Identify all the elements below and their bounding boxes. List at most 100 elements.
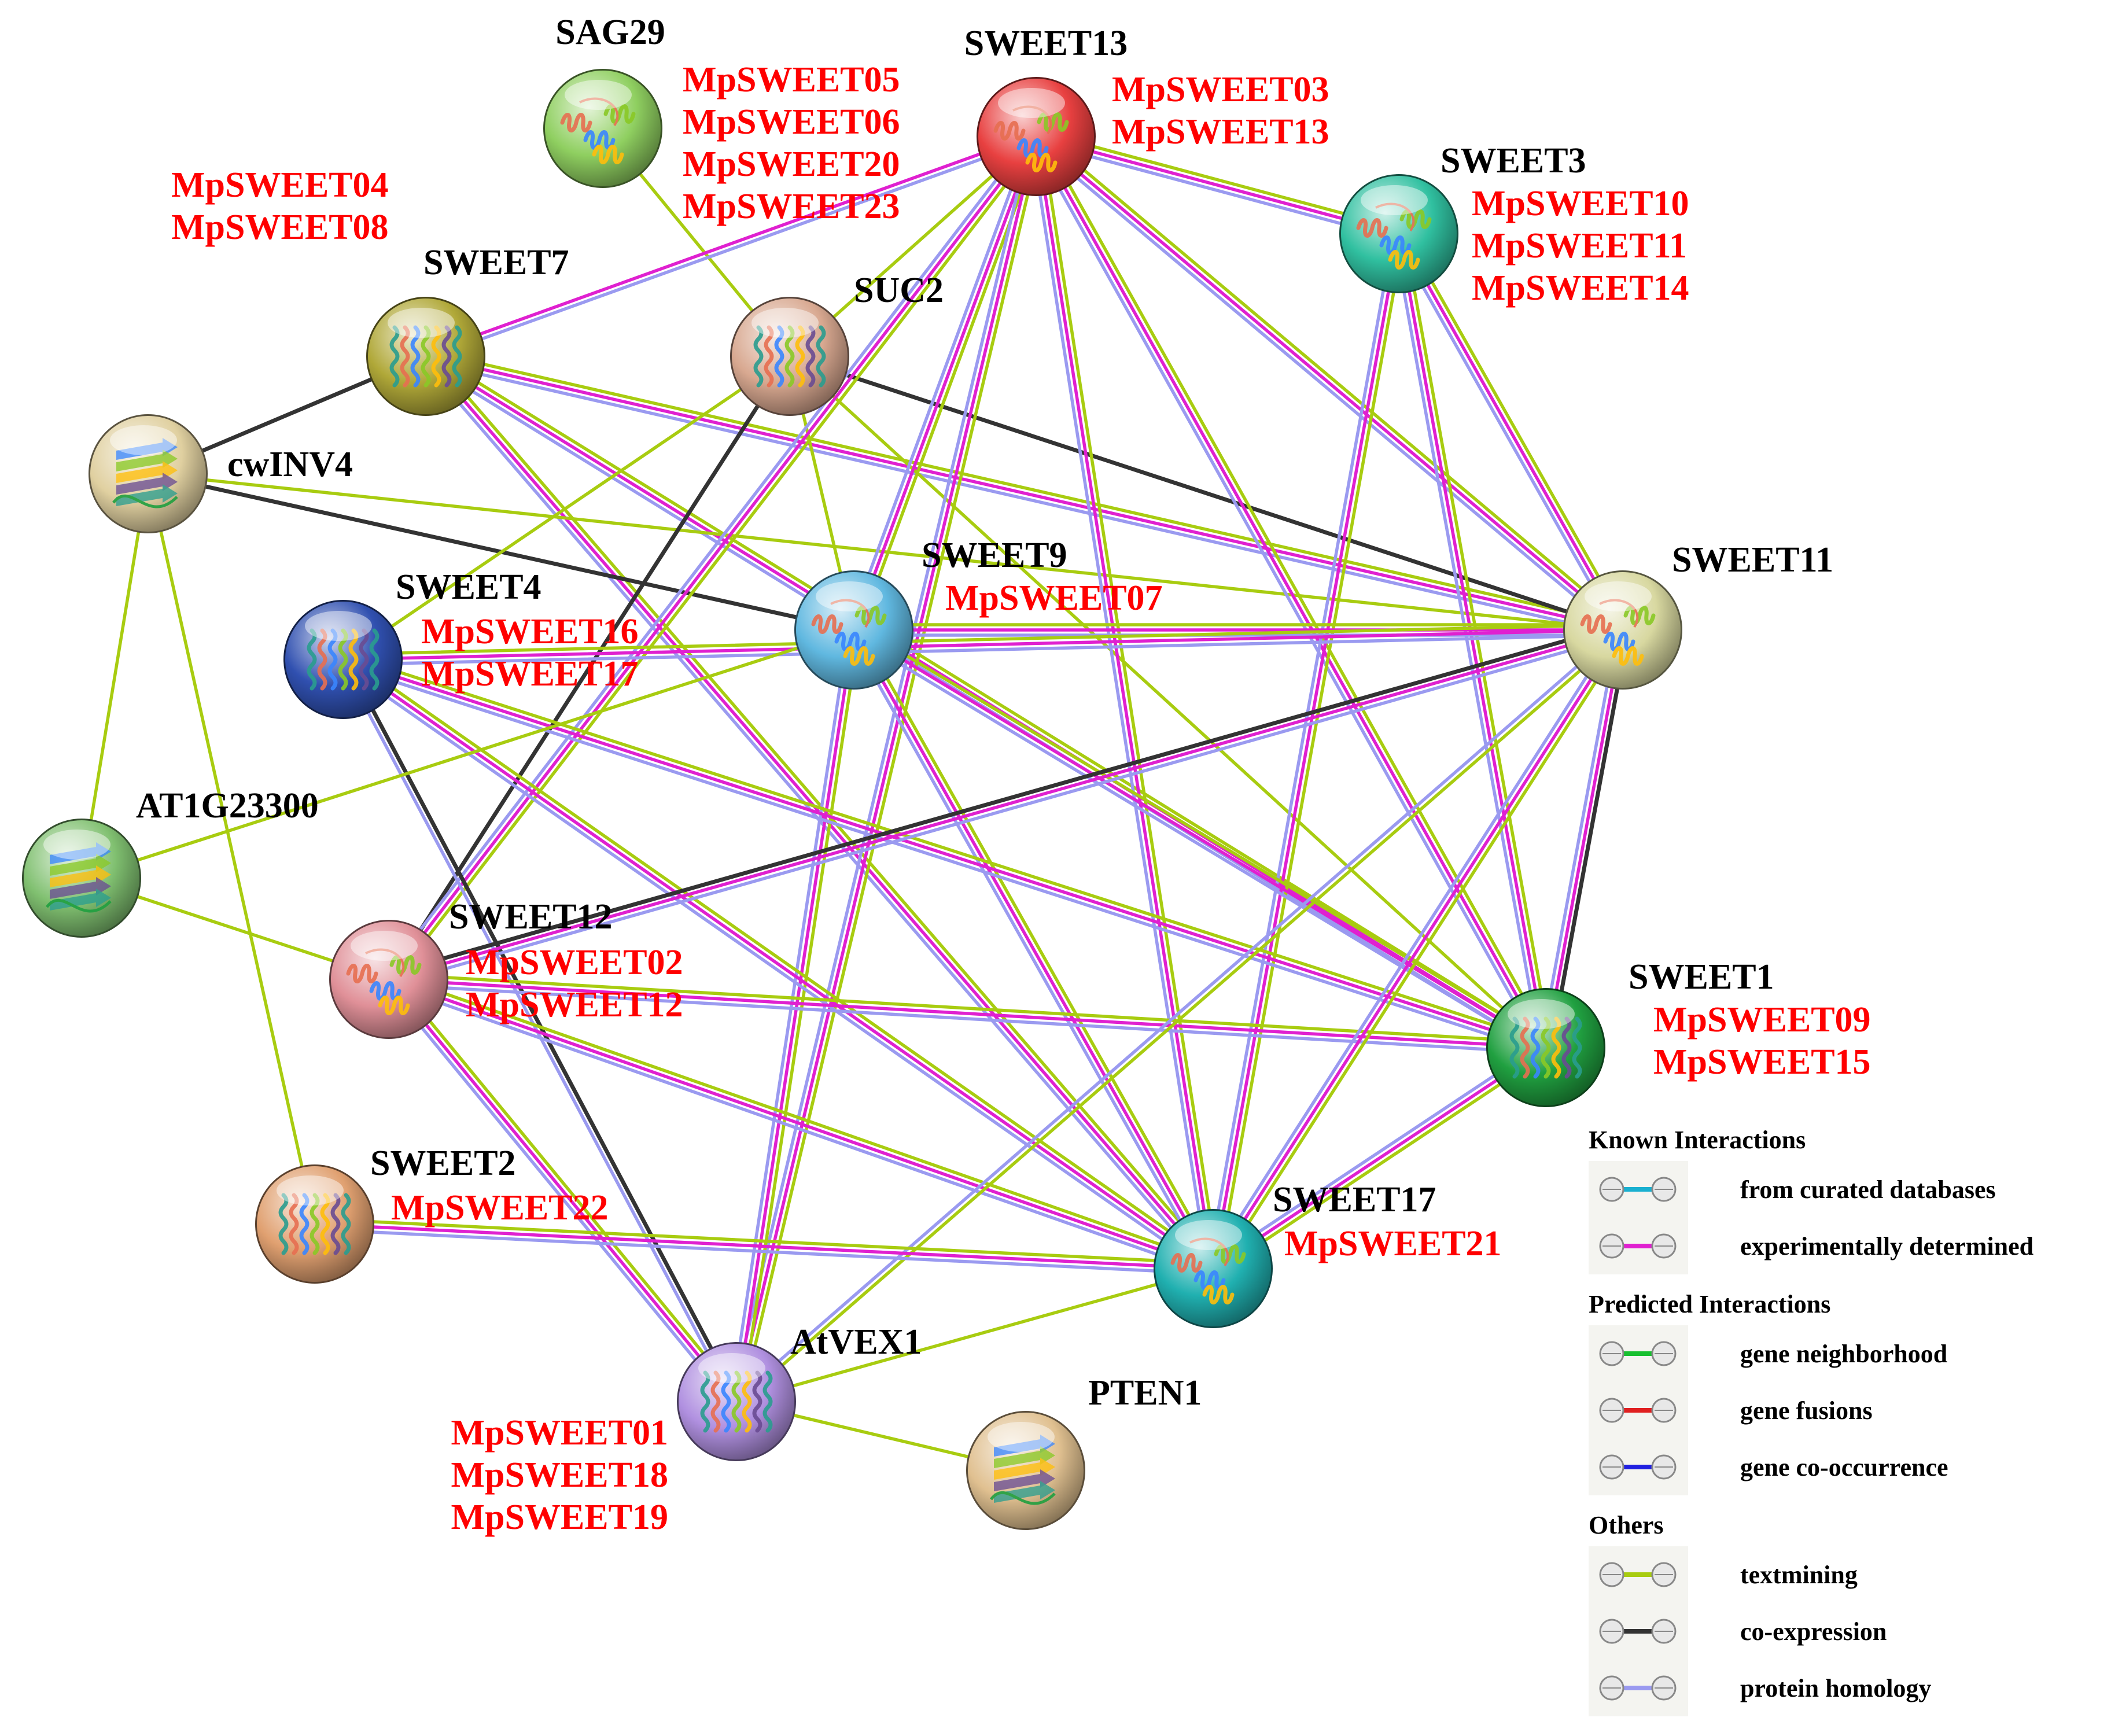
edge-line-experimental	[1034, 135, 1401, 235]
mp-ortholog-label: MpSWEET04	[171, 165, 389, 205]
edge-line-textmining	[740, 629, 861, 1405]
node-SUC2[interactable]	[730, 297, 849, 416]
node-SWEET4[interactable]	[283, 600, 403, 719]
edge-line-coexpression	[1549, 629, 1630, 1051]
node-label: SWEET11	[1672, 540, 1833, 580]
node-SWEET12[interactable]	[329, 920, 448, 1039]
legend-item-label: from curated databases	[1740, 1175, 1996, 1204]
mp-ortholog-label: MpSWEET03	[1112, 70, 1329, 109]
edge-line-homology	[1392, 233, 1542, 1051]
edge-line-textmining	[1217, 233, 1406, 1271]
edge-line-homology	[1029, 135, 1210, 1271]
edge-SWEET12-SWEET17	[385, 972, 1217, 1276]
edge-line-experimental	[1211, 1046, 1548, 1270]
legend-item-label: textmining	[1740, 1561, 1858, 1589]
edge-SWEET13-SWEET12	[383, 131, 1042, 985]
legend-section-title: Known Interactions	[1589, 1126, 1806, 1154]
node-PTEN1[interactable]	[966, 1411, 1085, 1530]
node-label: cwINV4	[227, 445, 353, 484]
edge-line-experimental	[1544, 628, 1624, 1049]
edge-line-homology	[1207, 625, 1620, 1267]
edge-SWEET13-SWEET11	[1031, 131, 1628, 636]
edge-line-homology	[1031, 139, 1621, 636]
edge-line-experimental	[735, 135, 1038, 1403]
edge-line-homology	[848, 631, 1210, 1273]
node-cwINV4[interactable]	[89, 414, 208, 533]
node-SWEET11[interactable]	[1563, 570, 1682, 690]
protein-structure-icon	[278, 1193, 351, 1255]
node-SWEET3[interactable]	[1339, 174, 1458, 293]
edge-line-coexpression	[787, 354, 1625, 632]
node-sphere	[545, 71, 661, 186]
edge-line-experimental	[341, 658, 1215, 1270]
edge-line-textmining	[425, 349, 1626, 626]
edge-SWEET11-SWEET17	[1207, 625, 1629, 1273]
node-AtVEX1[interactable]	[677, 1342, 796, 1461]
edge-line-experimental	[423, 132, 1037, 356]
edge-SWEET9-SWEET17	[848, 625, 1220, 1273]
edge-line-textmining	[389, 972, 1217, 1266]
node-label: SWEET17	[1273, 1180, 1436, 1219]
mp-ortholog-list: MpSWEET21	[1284, 1224, 1502, 1263]
edge-SUC2-SWEET1	[788, 355, 1548, 1049]
edge-line-experimental	[1034, 135, 1548, 1049]
edge-SWEET12-SWEET11	[385, 622, 1626, 986]
legend-section-title: Predicted Interactions	[1589, 1290, 1830, 1318]
edge-line-homology	[849, 632, 1545, 1054]
edge-line-homology	[1392, 234, 1620, 635]
edge-SWEET11-AtVEX1	[733, 626, 1626, 1406]
edge-layer	[80, 127, 1630, 1472]
edge-line-homology	[425, 137, 1039, 360]
legend-item-label: co-expression	[1740, 1617, 1887, 1646]
node-AT1G23300[interactable]	[22, 819, 141, 938]
edge-line-textmining	[313, 1217, 1215, 1265]
node-sphere	[1565, 572, 1681, 688]
edge-line-homology	[733, 626, 1623, 1402]
edge-line-experimental	[1211, 232, 1401, 1270]
legend-item-label: gene neighborhood	[1740, 1340, 1947, 1368]
protein-structure-icon	[560, 97, 636, 164]
node-SAG29[interactable]	[543, 69, 662, 188]
mp-ortholog-label: MpSWEET23	[683, 187, 900, 226]
edge-line-textmining	[426, 350, 1550, 1045]
edge-line-experimental	[1211, 628, 1624, 1270]
edge-line-textmining	[391, 138, 1042, 985]
edge-line-experimental	[852, 628, 1215, 1270]
legend-item: gene neighborhood	[1599, 1340, 1947, 1368]
edge-line-textmining	[735, 1267, 1215, 1403]
edge-line-textmining	[1215, 631, 1629, 1273]
protein-structure-icon	[1509, 1016, 1582, 1079]
edge-cwINV4-SWEET11	[146, 472, 1624, 632]
mp-ortholog-label: MpSWEET19	[451, 1498, 668, 1537]
legend-item: experimentally determined	[1599, 1232, 2033, 1260]
edge-line-experimental	[387, 978, 1548, 1049]
edge-line-experimental	[341, 628, 1624, 661]
edge-line-experimental	[1397, 232, 1548, 1049]
edge-SUC2-SWEET11	[787, 354, 1625, 632]
edge-SWEET2-SWEET17	[312, 1217, 1215, 1276]
protein-structure-icon	[1356, 202, 1432, 270]
edge-line-homology	[338, 662, 1212, 1275]
node-label: SWEET13	[964, 24, 1128, 63]
node-SWEET1[interactable]	[1486, 988, 1605, 1107]
node-SWEET9[interactable]	[794, 570, 913, 690]
edge-SWEET12-AtVEX1	[383, 974, 742, 1407]
legend-item: co-expression	[1599, 1617, 1887, 1646]
edge-line-homology	[847, 133, 1033, 630]
legend: Known Interactions from curated databases…	[1589, 1126, 2033, 1716]
edge-line-experimental	[387, 135, 1038, 981]
protein-structure-icon	[389, 325, 462, 388]
node-SWEET13[interactable]	[977, 77, 1096, 196]
edge-line-textmining	[1039, 132, 1552, 1047]
legend-item: textmining	[1599, 1561, 1858, 1589]
edge-line-homology	[312, 1228, 1215, 1276]
node-label: PTEN1	[1088, 1373, 1202, 1413]
edge-line-homology	[388, 633, 1626, 986]
node-SWEET2[interactable]	[255, 1164, 374, 1284]
edge-line-textmining	[1040, 134, 1220, 1270]
node-SWEET7[interactable]	[366, 297, 485, 416]
node-sphere	[331, 922, 447, 1037]
node-SWEET17[interactable]	[1154, 1209, 1273, 1328]
